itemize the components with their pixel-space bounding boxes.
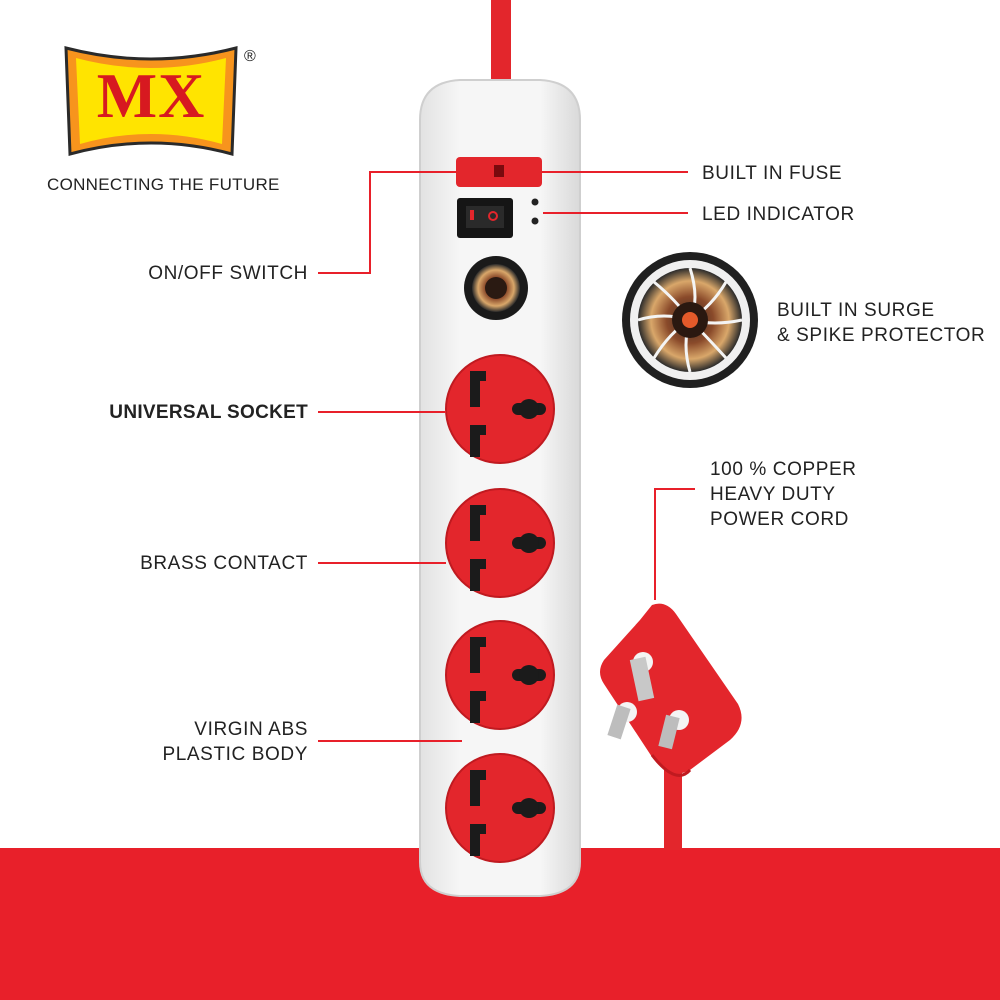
callout-lines <box>318 171 695 742</box>
socket-2 <box>445 488 555 598</box>
label-cord-line1: 100 % COPPER <box>710 459 857 480</box>
registered-mark: ® <box>244 48 256 65</box>
socket-4 <box>445 753 555 863</box>
brand-tagline: CONNECTING THE FUTURE <box>47 175 280 194</box>
label-cord-line2: HEAVY DUTY <box>710 484 836 505</box>
led-dot-bottom <box>531 217 539 225</box>
label-universal-socket: UNIVERSAL SOCKET <box>109 402 308 423</box>
top-power-cord <box>491 0 511 96</box>
label-body-line2: PLASTIC BODY <box>162 744 308 765</box>
label-led-indicator: LED INDICATOR <box>702 204 855 225</box>
label-body-line1: VIRGIN ABS <box>194 719 308 740</box>
socket-3 <box>445 620 555 730</box>
surge-coil-icon <box>622 252 758 388</box>
mx-logo-icon: MX <box>62 40 240 162</box>
three-pin-plug-icon <box>600 603 742 850</box>
label-brass-contact: BRASS CONTACT <box>140 553 308 574</box>
label-surge-line1: BUILT IN SURGE <box>777 300 935 321</box>
label-built-in-fuse: BUILT IN FUSE <box>702 163 843 184</box>
led-dot-top <box>531 198 539 206</box>
socket-1 <box>445 354 555 464</box>
logo-text: MX <box>96 60 206 131</box>
label-on-off-switch: ON/OFF SWITCH <box>148 263 308 284</box>
label-surge-line2: & SPIKE PROTECTOR <box>777 325 986 346</box>
label-cord-line3: POWER CORD <box>710 509 849 530</box>
